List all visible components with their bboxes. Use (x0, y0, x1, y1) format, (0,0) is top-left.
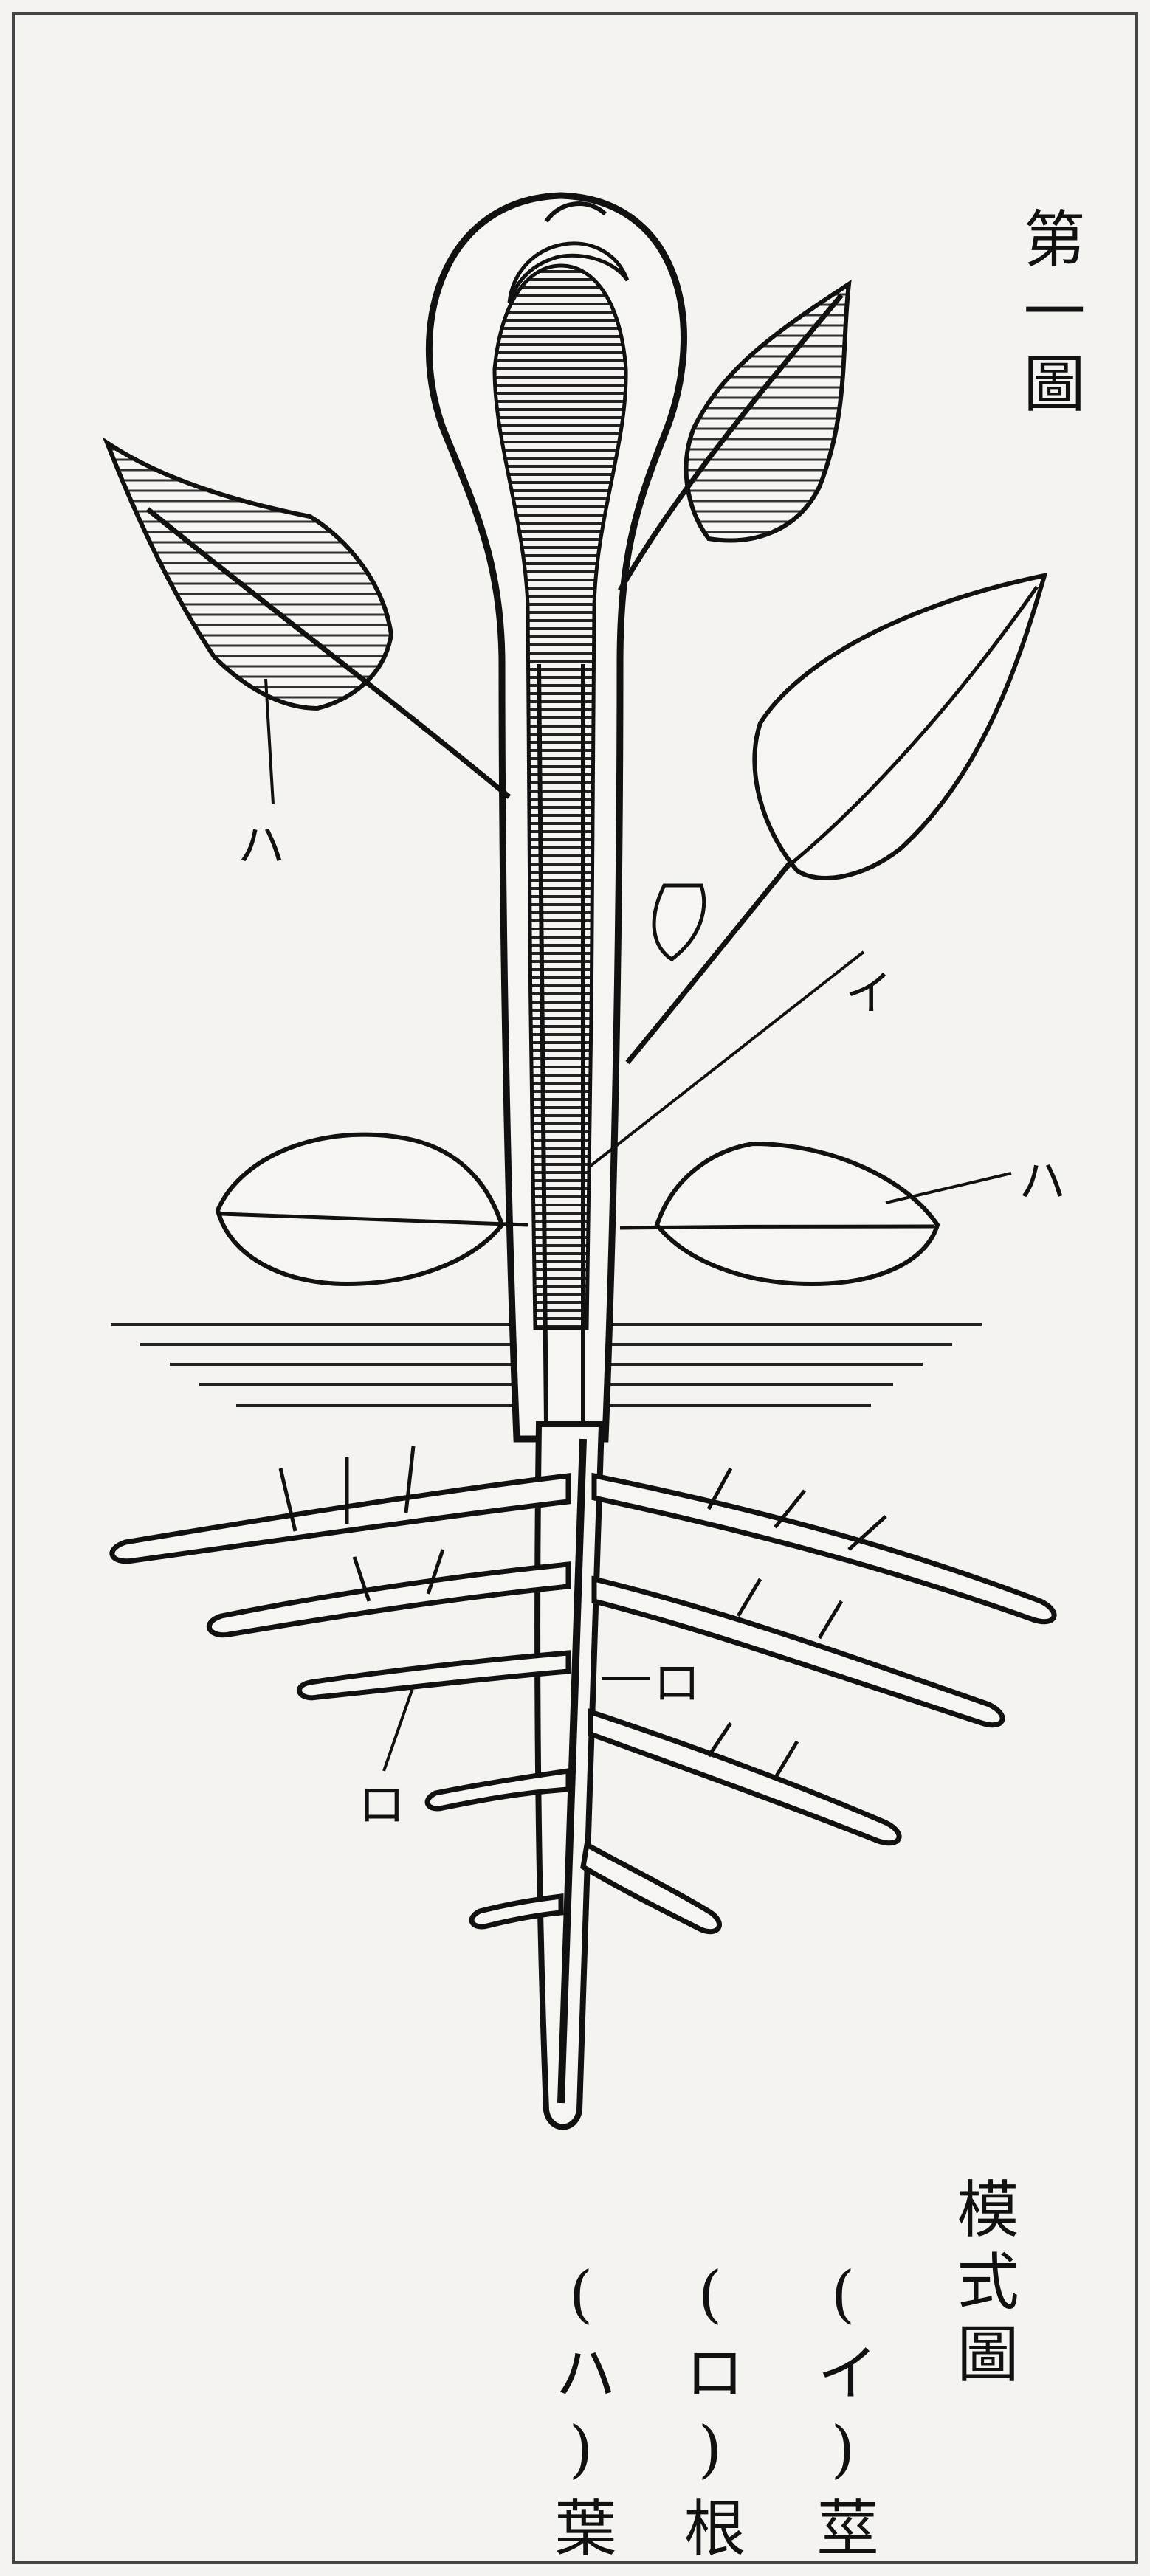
lateral-root-left-1 (112, 1476, 568, 1561)
lateral-root-left-2 (209, 1564, 568, 1635)
legend-item-stem: (イ)莖 (812, 2258, 874, 2568)
figure-title: 第一圖 (1019, 207, 1081, 424)
leaf-cotyledon-left-blade (218, 1135, 502, 1284)
label-leaf-left: ハ (238, 808, 285, 876)
legend-mark-root: (ロ) (674, 2258, 746, 2496)
lateral-root-left-3 (300, 1653, 568, 1698)
leader-root-left (384, 1686, 413, 1771)
leaf-upper-right-blade (686, 284, 849, 540)
legend-item-leaf: (ハ)葉 (550, 2258, 612, 2568)
lateral-root-right-4 (583, 1845, 719, 1932)
caption-heading: 模式圖 (952, 2177, 1014, 2394)
label-root-right: ロ (653, 1646, 700, 1713)
legend-term-stem: 莖 (807, 2496, 879, 2568)
legend-mark-leaf: (ハ) (545, 2258, 617, 2496)
leaf-middle-right-blade (754, 576, 1044, 878)
label-leaf-right: ハ (1019, 1144, 1066, 1212)
label-root-left: ロ (358, 1767, 405, 1835)
leaf-cotyledon-left (218, 1135, 528, 1284)
legend-item-root: (ロ)根 (679, 2258, 741, 2568)
legend-term-leaf: 葉 (545, 2496, 617, 2568)
leaf-cotyledon-right (620, 1144, 937, 1284)
leaf-cotyledon-right-blade (657, 1144, 937, 1284)
leaf-middle-right-petiole (627, 863, 790, 1063)
legend-mark-stem: (イ) (807, 2258, 879, 2496)
leader-leaf-right (886, 1173, 1011, 1203)
leaf-middle-right (627, 576, 1044, 1063)
label-stem: イ (845, 956, 892, 1023)
axillary-bud (654, 885, 704, 959)
leaf-cotyledon-right-midrib (620, 1226, 934, 1228)
legend-term-root: 根 (674, 2496, 746, 2568)
lateral-root-right-3 (591, 1712, 899, 1843)
leaf-upper-left (107, 443, 509, 797)
